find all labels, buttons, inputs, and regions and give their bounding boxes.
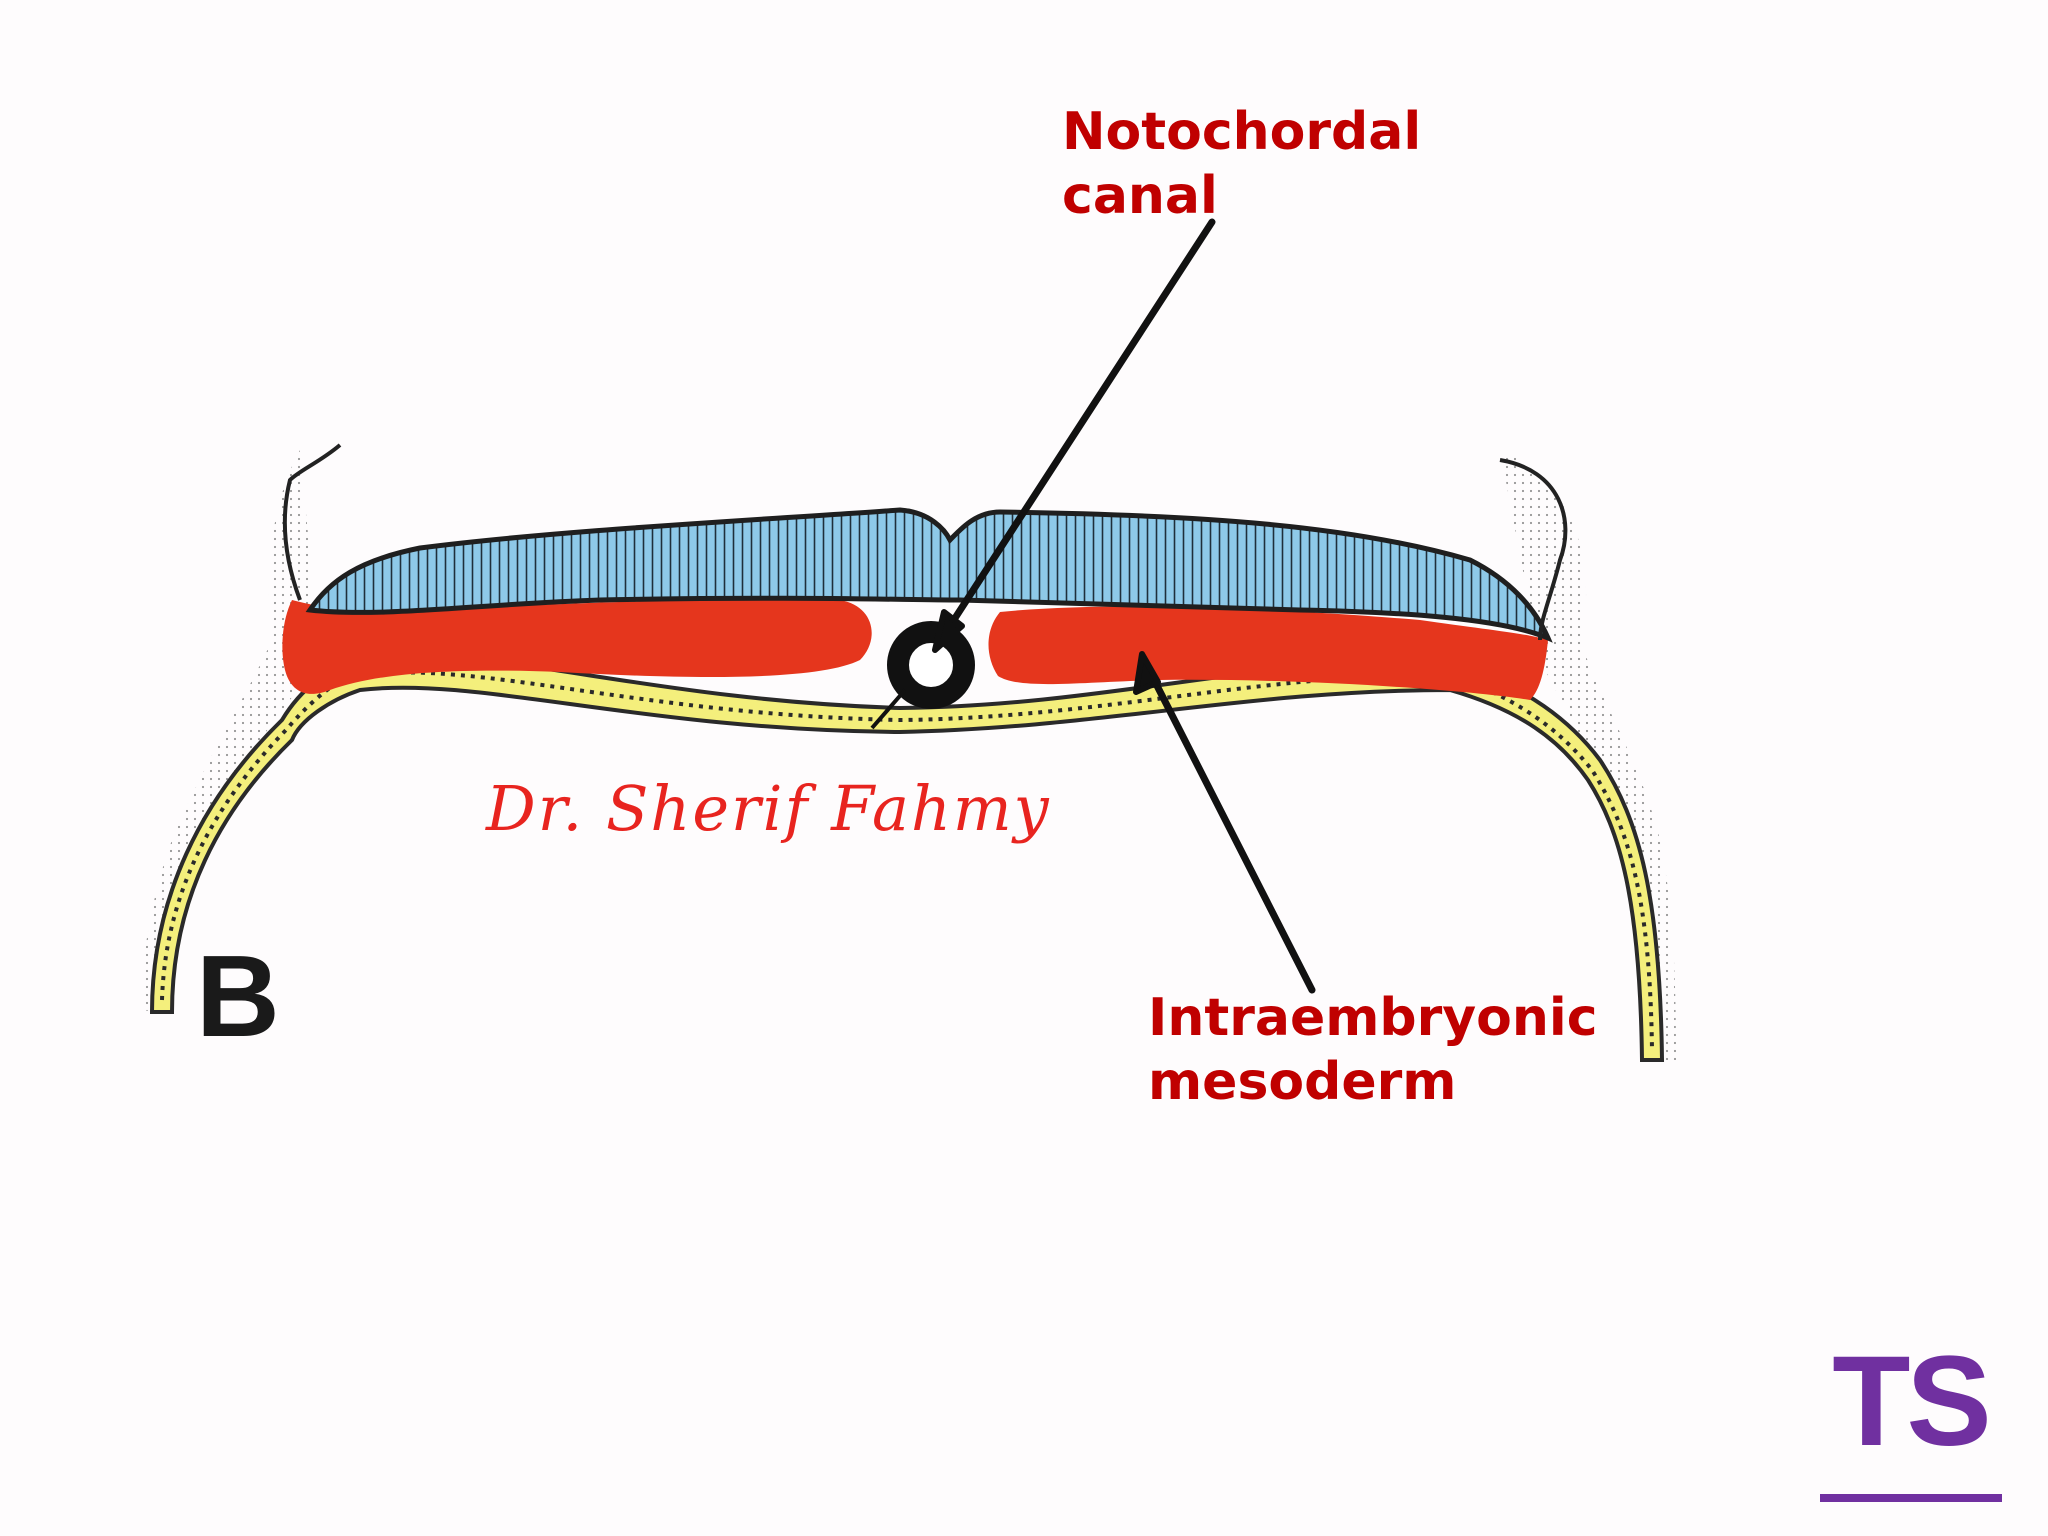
ectoderm-layer [305,507,1553,643]
extraembryonic-mesoderm-right [1500,450,1676,1060]
intraembryonic-mesoderm-left [282,599,872,694]
notochordal-canal-label-line2: canal [1062,166,1218,226]
notochordal-canal-label-line1: Notochordal [1062,102,1422,162]
arrow-intraembryonic-mesoderm [1133,651,1316,994]
intraembryonic-mesoderm-label: Intraembryonic mesoderm [1148,986,1598,1114]
ts-logo: TS [1832,1330,1992,1473]
notochordal-canal-label: Notochordal canal [1062,100,1421,228]
intraembryonic-mesoderm-label-line2: mesoderm [1148,1052,1457,1112]
author-signature: Dr. Sherif Fahmy [486,772,1051,845]
ts-logo-underline [1820,1494,2002,1502]
arrow-notochordal-canal [932,218,1216,653]
panel-letter: B [196,931,280,1061]
intraembryonic-mesoderm-label-line1: Intraembryonic [1148,988,1598,1048]
notochordal-stalk [870,688,907,730]
amnion-left [282,443,342,601]
amnion-right [1499,458,1568,641]
notochordal-canal-ring [887,621,975,709]
intraembryonic-mesoderm-right [988,606,1548,700]
